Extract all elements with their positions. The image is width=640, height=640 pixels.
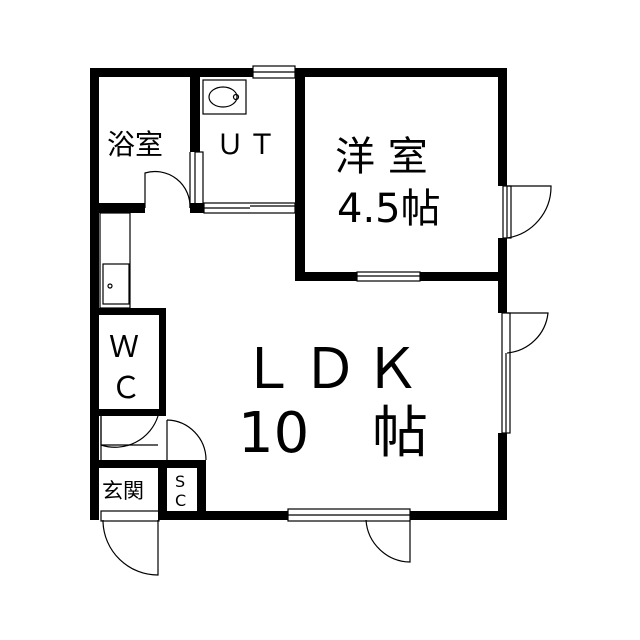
bath-label: 浴室 <box>107 128 163 161</box>
room-labels: 浴室 ＵＴ 洋 室 4.5帖 ＬＤＫ 10 帖 Ｗ Ｃ 玄関 S C <box>102 128 441 510</box>
ldk-size-number: 10 <box>238 401 309 466</box>
utility-label: ＵＴ <box>216 128 280 161</box>
storage-label-c: C <box>175 491 186 510</box>
wc-label-c: Ｃ <box>111 371 141 406</box>
storage-label-s: S <box>175 472 185 491</box>
ldk-size-unit: 帖 <box>372 401 428 466</box>
ldk-label: ＬＤＫ <box>240 337 426 402</box>
fixtures <box>99 65 552 576</box>
western-room-label: 洋 室 <box>335 134 428 180</box>
western-room-size: 4.5帖 <box>337 186 441 232</box>
wc-label-w: Ｗ <box>109 330 139 365</box>
interior-walls <box>90 68 507 520</box>
entrance-label: 玄関 <box>102 479 144 503</box>
